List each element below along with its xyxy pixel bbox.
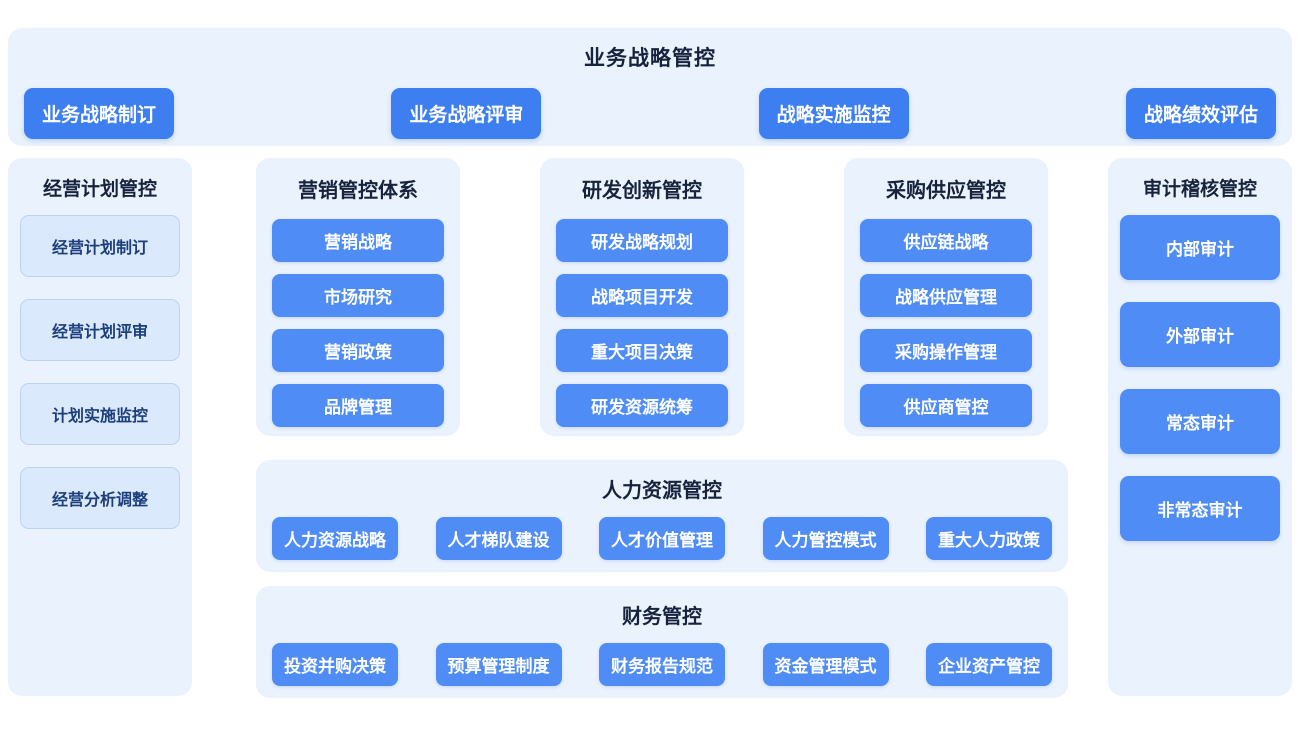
chip-strategy-performance-evaluation[interactable]: 战略绩效评估 xyxy=(1125,88,1276,139)
audit-item-external[interactable]: 外部审计 xyxy=(1120,302,1280,367)
procurement-item-supply-chain-strategy[interactable]: 供应链战略 xyxy=(860,219,1032,262)
marketing-item-market-research[interactable]: 市场研究 xyxy=(272,274,444,317)
operating-plan-item-review[interactable]: 经营计划评审 xyxy=(20,299,180,361)
procurement-supply-title: 采购供应管控 xyxy=(886,180,1006,202)
chip-strategy-review[interactable]: 业务战略评审 xyxy=(391,88,542,139)
audit-item-routine[interactable]: 常态审计 xyxy=(1120,389,1280,454)
finance-item-reporting-standards[interactable]: 财务报告规范 xyxy=(599,643,725,686)
finance-tag-row: 投资并购决策 预算管理制度 财务报告规范 资金管理模式 企业资产管控 xyxy=(256,643,1068,686)
marketing-control-title: 营销管控体系 xyxy=(298,180,418,202)
business-strategy-chip-row: 业务战略制订 业务战略评审 战略实施监控 战略绩效评估 xyxy=(8,88,1292,139)
operating-plan-title: 经营计划管控 xyxy=(42,179,157,200)
operating-plan-panel: 经营计划管控 经营计划制订 经营计划评审 计划实施监控 经营分析调整 xyxy=(8,158,192,696)
main-grid: 经营计划管控 经营计划制订 经营计划评审 计划实施监控 经营分析调整 营销管控体… xyxy=(8,158,1292,703)
business-strategy-band: 业务战略管控 业务战略制订 业务战略评审 战略实施监控 战略绩效评估 xyxy=(8,28,1292,146)
chip-strategy-implementation-monitoring[interactable]: 战略实施监控 xyxy=(758,88,909,139)
audit-item-internal[interactable]: 内部审计 xyxy=(1120,215,1280,280)
hr-item-control-mode[interactable]: 人力管控模式 xyxy=(762,517,889,560)
marketing-item-brand[interactable]: 品牌管理 xyxy=(272,384,444,427)
operating-plan-item-formulation[interactable]: 经营计划制订 xyxy=(20,215,180,277)
hr-control-title: 人力资源管控 xyxy=(602,480,722,502)
chip-strategy-formulation[interactable]: 业务战略制订 xyxy=(24,88,175,139)
hr-tag-row: 人力资源战略 人才梯队建设 人才价值管理 人力管控模式 重大人力政策 xyxy=(256,517,1068,560)
operating-plan-item-monitoring[interactable]: 计划实施监控 xyxy=(20,383,180,445)
rnd-innovation-title: 研发创新管控 xyxy=(582,180,702,202)
middle-area: 营销管控体系 营销战略 市场研究 营销政策 品牌管理 研发创新管控 研发战略规划… xyxy=(248,158,1068,698)
hr-item-talent-pipeline[interactable]: 人才梯队建设 xyxy=(435,517,562,560)
rnd-item-major-project-decision[interactable]: 重大项目决策 xyxy=(556,329,728,372)
hr-item-strategy[interactable]: 人力资源战略 xyxy=(272,517,398,560)
rnd-item-resource-coordination[interactable]: 研发资源统筹 xyxy=(556,384,728,427)
marketing-item-strategy[interactable]: 营销战略 xyxy=(272,219,444,262)
hr-control-panel: 人力资源管控 人力资源战略 人才梯队建设 人才价值管理 人力管控模式 重大人力政… xyxy=(256,460,1068,572)
audit-control-title: 审计稽核管控 xyxy=(1142,179,1257,200)
finance-control-panel: 财务管控 投资并购决策 预算管理制度 财务报告规范 资金管理模式 企业资产管控 xyxy=(256,586,1068,698)
audit-item-non-routine[interactable]: 非常态审计 xyxy=(1120,476,1280,541)
audit-control-panel: 审计稽核管控 内部审计 外部审计 常态审计 非常态审计 xyxy=(1108,158,1292,696)
hr-item-major-policy[interactable]: 重大人力政策 xyxy=(926,517,1052,560)
finance-item-investment-ma[interactable]: 投资并购决策 xyxy=(272,643,398,686)
rnd-innovation-panel: 研发创新管控 研发战略规划 战略项目开发 重大项目决策 研发资源统筹 xyxy=(540,158,744,436)
operating-plan-item-analysis[interactable]: 经营分析调整 xyxy=(20,467,180,529)
procurement-item-supplier-control[interactable]: 供应商管控 xyxy=(860,384,1032,427)
finance-control-title: 财务管控 xyxy=(622,606,702,628)
marketing-control-panel: 营销管控体系 营销战略 市场研究 营销政策 品牌管理 xyxy=(256,158,460,436)
finance-item-budget-system[interactable]: 预算管理制度 xyxy=(435,643,562,686)
business-strategy-title: 业务战略管控 xyxy=(584,47,716,70)
marketing-item-policy[interactable]: 营销政策 xyxy=(272,329,444,372)
category-row: 营销管控体系 营销战略 市场研究 营销政策 品牌管理 研发创新管控 研发战略规划… xyxy=(248,158,1068,436)
finance-item-fund-management[interactable]: 资金管理模式 xyxy=(762,643,889,686)
rnd-item-strategic-project-dev[interactable]: 战略项目开发 xyxy=(556,274,728,317)
procurement-item-strategic-supply[interactable]: 战略供应管理 xyxy=(860,274,1032,317)
finance-item-asset-control[interactable]: 企业资产管控 xyxy=(926,643,1052,686)
procurement-supply-panel: 采购供应管控 供应链战略 战略供应管理 采购操作管理 供应商管控 xyxy=(844,158,1048,436)
rnd-item-strategy-planning[interactable]: 研发战略规划 xyxy=(556,219,728,262)
hr-item-talent-value[interactable]: 人才价值管理 xyxy=(599,517,725,560)
procurement-item-operations[interactable]: 采购操作管理 xyxy=(860,329,1032,372)
